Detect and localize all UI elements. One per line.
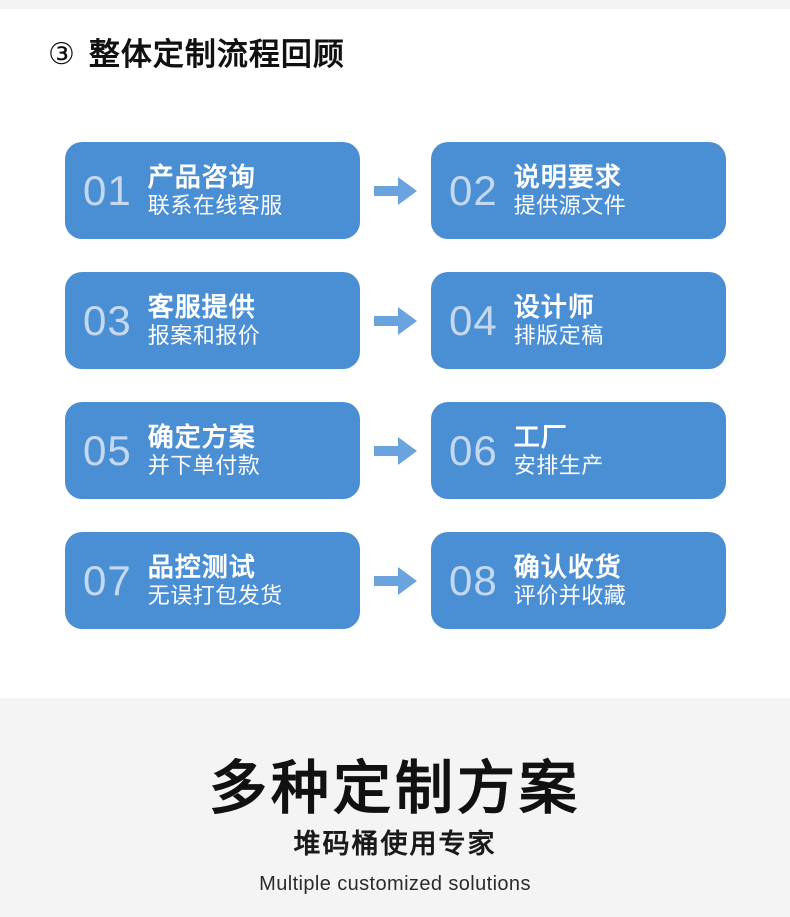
flow-row: 05 确定方案 并下单付款 06 工厂 安排生产: [65, 402, 726, 499]
arrow-right-icon: [360, 306, 431, 336]
process-flow: 01 产品咨询 联系在线客服 02 说明要求 提供源文件: [65, 142, 726, 629]
section-heading: ③ 整体定制流程回顾: [48, 37, 345, 72]
step-number: 02: [449, 166, 498, 214]
step-subtitle: 安排生产: [513, 452, 604, 478]
flow-row: 01 产品咨询 联系在线客服 02 说明要求 提供源文件: [65, 142, 726, 239]
step-number: 05: [83, 426, 132, 474]
step-title: 客服提供: [147, 291, 256, 322]
step-title: 确定方案: [147, 421, 256, 452]
arrow-right-icon: [360, 176, 431, 206]
step-card-01[interactable]: 01 产品咨询 联系在线客服: [65, 142, 360, 239]
step-title: 品控测试: [147, 551, 256, 582]
step-number: 01: [83, 166, 132, 214]
arrow-right-icon: [360, 566, 431, 596]
step-number: 04: [449, 296, 498, 344]
bottom-banner: 多种定制方案 堆码桶使用专家 Multiple customized solut…: [0, 698, 790, 917]
step-card-02[interactable]: 02 说明要求 提供源文件: [431, 142, 726, 239]
step-subtitle: 无误打包发货: [147, 582, 283, 608]
step-card-05[interactable]: 05 确定方案 并下单付款: [65, 402, 360, 499]
arrow-right-icon: [360, 436, 431, 466]
banner-subtitle: 堆码桶使用专家: [293, 829, 497, 859]
step-subtitle: 报案和报价: [147, 322, 261, 348]
step-card-08[interactable]: 08 确认收货 评价并收藏: [431, 532, 726, 629]
step-subtitle: 联系在线客服: [147, 192, 283, 218]
step-card-03[interactable]: 03 客服提供 报案和报价: [65, 272, 360, 369]
step-title: 工厂: [513, 421, 568, 452]
step-card-06[interactable]: 06 工厂 安排生产: [431, 402, 726, 499]
banner-english-caption: Multiple customized solutions: [259, 873, 531, 895]
page-title: 整体定制流程回顾: [88, 37, 345, 72]
step-title: 说明要求: [513, 161, 622, 192]
flow-row: 03 客服提供 报案和报价 04 设计师 排版定稿: [65, 272, 726, 369]
flow-row: 07 品控测试 无误打包发货 08 确认收货 评价并收藏: [65, 532, 726, 629]
step-title: 设计师: [513, 291, 595, 322]
step-card-04[interactable]: 04 设计师 排版定稿: [431, 272, 726, 369]
step-card-07[interactable]: 07 品控测试 无误打包发货: [65, 532, 360, 629]
step-title: 确认收货: [513, 551, 622, 582]
step-number: 03: [83, 296, 132, 344]
step-number: 06: [449, 426, 498, 474]
step-subtitle: 评价并收藏: [513, 582, 627, 608]
step-number: 08: [449, 556, 498, 604]
step-subtitle: 提供源文件: [513, 192, 627, 218]
step-title: 产品咨询: [147, 161, 256, 192]
step-subtitle: 并下单付款: [147, 452, 261, 478]
banner-title: 多种定制方案: [208, 756, 581, 821]
section-number-marker: ③: [48, 38, 75, 72]
step-subtitle: 排版定稿: [513, 322, 604, 348]
step-number: 07: [83, 556, 132, 604]
top-divider-strip: [0, 0, 790, 9]
